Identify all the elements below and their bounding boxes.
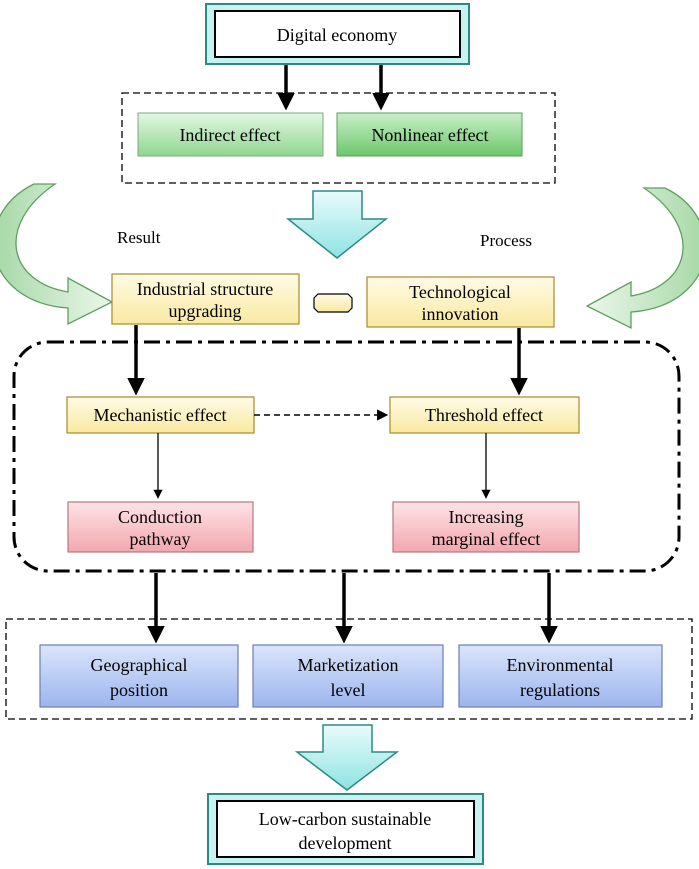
conduction-pathway-line2: pathway [130, 529, 191, 549]
big-down-arrow-upper [285, 190, 389, 259]
increasing-marginal-line1: Increasing [449, 507, 524, 527]
conduction-pathway-line1: Conduction [118, 507, 202, 527]
marketization-level-node: Marketization level [252, 644, 444, 708]
result-label: Result [117, 228, 161, 247]
indirect-effect-label: Indirect effect [179, 125, 280, 145]
technological-innovation-line2: innovation [422, 304, 499, 324]
link-connector-icon [313, 293, 353, 313]
mechanism-group-frame [12, 340, 681, 573]
technological-innovation-line1: Technological [409, 282, 511, 302]
effects-group-frame [121, 92, 556, 184]
environmental-regulations-line1: Environmental [507, 655, 614, 675]
conduction-pathway-node: Conduction pathway [67, 501, 254, 553]
nonlinear-effect-node: Nonlinear effect [336, 112, 523, 157]
right-curved-arrow-icon [585, 187, 699, 330]
technological-innovation-node: Technological innovation [366, 276, 555, 328]
mechanistic-effect-node: Mechanistic effect [66, 396, 255, 434]
increasing-marginal-effect-node: Increasing marginal effect [392, 501, 580, 553]
increasing-marginal-line2: marginal effect [432, 529, 541, 549]
geographical-position-node: Geographical position [39, 644, 239, 708]
low-carbon-line2: development [299, 833, 392, 853]
left-curved-arrow-icon [0, 183, 114, 326]
marketization-level-line2: level [331, 680, 366, 700]
nonlinear-effect-label: Nonlinear effect [371, 125, 488, 145]
industrial-structure-node: Industrial structure upgrading [111, 273, 300, 325]
geographical-position-line2: position [110, 680, 168, 700]
industrial-structure-line1: Industrial structure [137, 279, 273, 299]
heterogeneity-group-frame [5, 618, 693, 720]
mechanistic-effect-label: Mechanistic effect [93, 405, 226, 425]
environmental-regulations-node: Environmental regulations [458, 644, 663, 708]
process-label: Process [480, 231, 532, 250]
big-down-arrow-lower [294, 724, 400, 791]
low-carbon-development-node: Low-carbon sustainable development [207, 793, 484, 865]
low-carbon-line1: Low-carbon sustainable [259, 809, 431, 829]
marketization-level-line1: Marketization [298, 655, 399, 675]
threshold-effect-label: Threshold effect [425, 405, 543, 425]
geographical-position-line1: Geographical [91, 655, 188, 675]
environmental-regulations-line2: regulations [520, 680, 600, 700]
digital-economy-node: Digital economy [205, 3, 470, 65]
digital-economy-label: Digital economy [277, 25, 397, 45]
threshold-effect-node: Threshold effect [389, 396, 580, 434]
industrial-structure-line2: upgrading [169, 301, 242, 321]
indirect-effect-node: Indirect effect [137, 112, 324, 157]
